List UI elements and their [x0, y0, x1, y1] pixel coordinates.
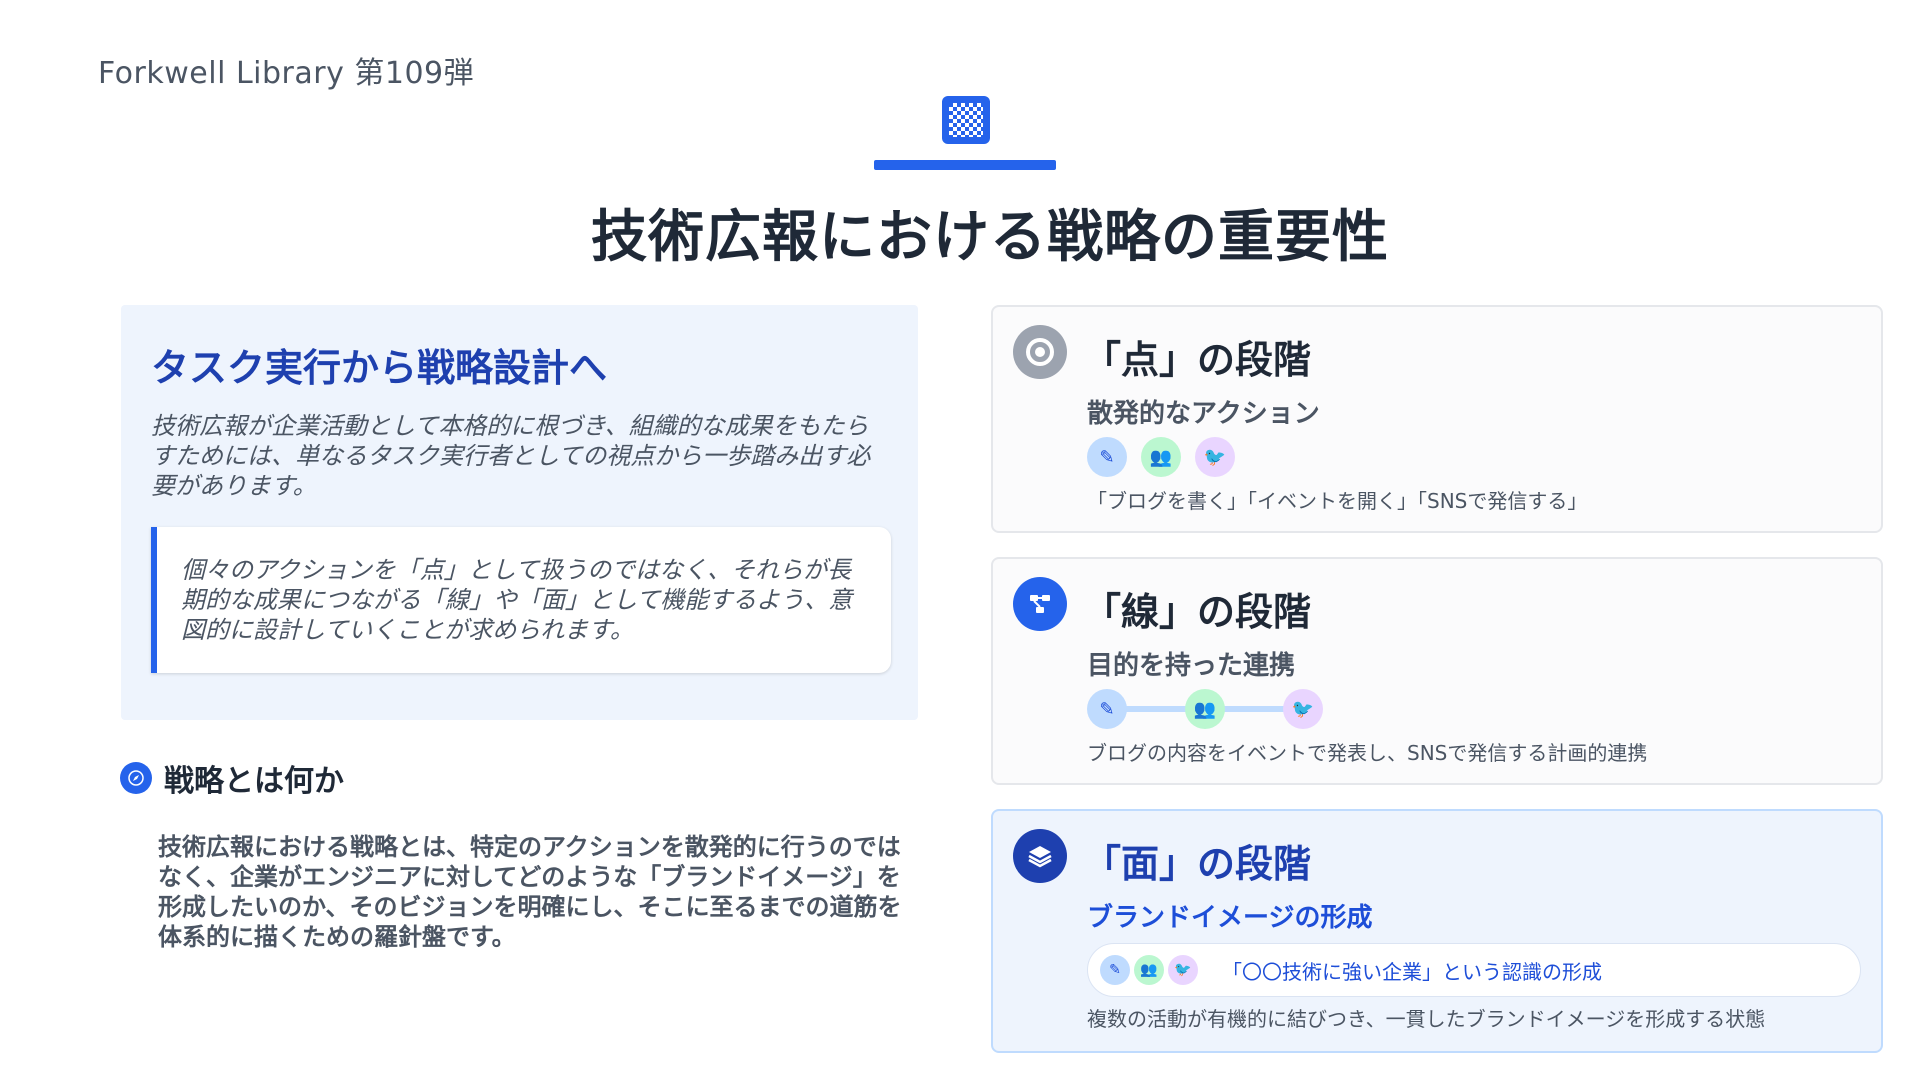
pencil-icon: ✎ — [1100, 955, 1130, 985]
pill-text: 「〇〇技術に強い企業」という認識の形成 — [1222, 959, 1602, 984]
group-icon: 👥 — [1134, 955, 1164, 985]
stage-title: 「線」の段階 — [1083, 590, 1312, 634]
stage-card-point: 「点」の段階 散発的なアクション ✎ 👥 🐦 「ブログを書く」「イベントを開く」… — [991, 305, 1883, 533]
stage-card-line: 「線」の段階 目的を持った連携 ✎ 👥 🐦 ブログの内容をイベントで発表し、SN… — [991, 557, 1883, 785]
stage-description: 複数の活動が有機的に結びつき、一貫したブランドイメージを形成する状態 — [1087, 1007, 1766, 1031]
brand-pill: ✎ 👥 🐦 「〇〇技術に強い企業」という認識の形成 — [1087, 943, 1861, 997]
stage-subtitle: 目的を持った連携 — [1087, 651, 1296, 681]
layers-icon — [1013, 829, 1067, 883]
logo-icon — [942, 96, 990, 144]
network-icon — [1013, 577, 1067, 631]
title-underline — [874, 160, 1056, 170]
page-title: 技術広報における戦略の重要性 — [591, 205, 1389, 270]
left-heading: タスク実行から戦略設計へ — [151, 346, 608, 390]
strategy-body: 技術広報における戦略とは、特定のアクションを散発的に行うのではなく、企業がエンジ… — [158, 833, 902, 951]
stage-subtitle: ブランドイメージの形成 — [1087, 903, 1373, 933]
stage-card-plane: 「面」の段階 ブランドイメージの形成 ✎ 👥 🐦 「〇〇技術に強い企業」という認… — [991, 809, 1883, 1053]
group-icon: 👥 — [1141, 437, 1181, 477]
twitter-icon: 🐦 — [1283, 689, 1323, 729]
twitter-icon: 🐦 — [1195, 437, 1235, 477]
quote-text: 個々のアクションを「点」として扱うのではなく、それらが長期的な成果につながる「線… — [181, 556, 853, 644]
point-badge-icon — [1013, 325, 1067, 379]
pencil-icon: ✎ — [1087, 437, 1127, 477]
strategy-heading-text: 戦略とは何か — [164, 764, 344, 799]
left-card: タスク実行から戦略設計へ 技術広報が企業活動として本格的に根づき、組織的な成果を… — [121, 305, 918, 720]
stage-title: 「面」の段階 — [1083, 842, 1312, 886]
left-intro: 技術広報が企業活動として本格的に根づき、組織的な成果をもたらすためには、単なるタ… — [151, 412, 871, 500]
stage-description: ブログの内容をイベントで発表し、SNSで発信する計画的連携 — [1087, 741, 1648, 765]
series-label: Forkwell Library 第109弾 — [98, 56, 475, 91]
pencil-icon: ✎ — [1087, 689, 1127, 729]
stage-icons: ✎ 👥 🐦 — [1087, 437, 1235, 477]
group-icon: 👥 — [1185, 689, 1225, 729]
quote-box: 個々のアクションを「点」として扱うのではなく、それらが長期的な成果につながる「線… — [151, 527, 891, 673]
stage-description: 「ブログを書く」「イベントを開く」「SNSで発信する」 — [1087, 489, 1588, 513]
compass-icon — [120, 762, 152, 794]
twitter-icon: 🐦 — [1168, 955, 1198, 985]
stage-subtitle: 散発的なアクション — [1087, 399, 1320, 429]
strategy-heading: 戦略とは何か — [120, 756, 344, 800]
stage-title: 「点」の段階 — [1083, 338, 1312, 382]
linked-icons: ✎ 👥 🐦 — [1087, 689, 1323, 729]
